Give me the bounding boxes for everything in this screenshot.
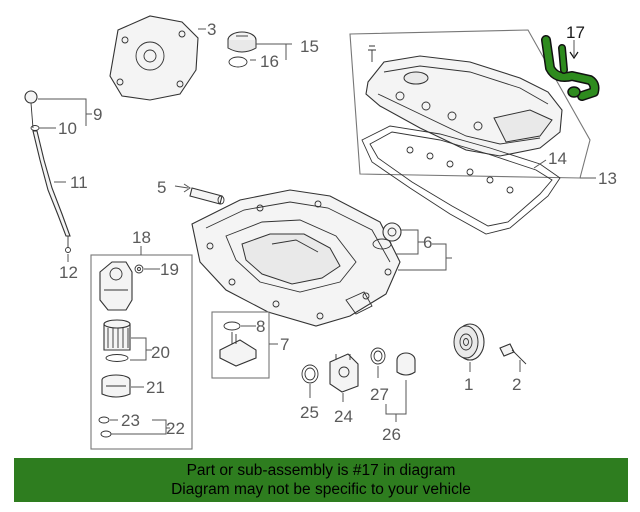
callout-17[interactable]: 17: [566, 23, 585, 42]
filler-cap-seal-part[interactable]: [228, 56, 248, 68]
callout-8[interactable]: 8: [256, 317, 265, 336]
callout-9[interactable]: 9: [93, 105, 102, 124]
dowel-sleeve-part[interactable]: [189, 187, 225, 205]
oil-adapter-part[interactable]: [372, 222, 402, 250]
callout-5[interactable]: 5: [157, 178, 166, 197]
plug-cap-part[interactable]: [396, 352, 416, 376]
callout-11[interactable]: 11: [70, 173, 88, 192]
valve-cover-gasket-part[interactable]: [361, 125, 561, 235]
callout-19[interactable]: 19: [160, 260, 179, 279]
callout-12[interactable]: 12: [59, 263, 78, 282]
switch-housing-part[interactable]: [329, 353, 359, 393]
callout-24[interactable]: 24: [334, 407, 353, 426]
valve-cover-group-frame: [349, 29, 591, 179]
info-banner: Part or sub-assembly is #17 in diagram D…: [14, 458, 628, 502]
banner-line-2: Diagram may not be specific to your vehi…: [171, 481, 471, 498]
callout-16[interactable]: 16: [260, 52, 279, 71]
timing-cover-part[interactable]: [109, 15, 199, 101]
callout-21[interactable]: 21: [146, 378, 165, 397]
callout-25[interactable]: 25: [300, 403, 319, 422]
callout-10[interactable]: 10: [58, 119, 77, 138]
callout-6[interactable]: 6: [423, 233, 432, 252]
oil-filler-cap-part[interactable]: [227, 31, 257, 53]
callout-15[interactable]: 15: [300, 37, 319, 56]
seal-ring-part[interactable]: [301, 364, 319, 384]
callout-18[interactable]: 18: [132, 228, 151, 247]
oil-filter-element-part[interactable]: [103, 319, 131, 362]
drain-plug-washer-part[interactable]: [98, 416, 112, 438]
callout-23[interactable]: 23: [121, 411, 140, 430]
oil-level-sensor-part[interactable]: [219, 332, 257, 367]
callout-7[interactable]: 7: [280, 335, 289, 354]
sensor-seal-part[interactable]: [223, 321, 241, 331]
callout-22[interactable]: 22: [166, 419, 185, 438]
oil-sensor-group-frame: [211, 311, 270, 379]
valve-cover-part[interactable]: [365, 45, 563, 157]
exploded-parts-diagram: 3 15 16 9 10 11 12 13: [24, 15, 617, 450]
dipstick-part[interactable]: [24, 90, 71, 253]
banner-line-1: Part or sub-assembly is #17 in diagram: [186, 462, 456, 479]
oil-filter-housing-part[interactable]: [99, 261, 133, 311]
callout-26[interactable]: 26: [382, 425, 401, 444]
filter-cap-part[interactable]: [101, 374, 131, 398]
callout-2[interactable]: 2: [512, 375, 521, 394]
pulley-bolt-part[interactable]: [499, 343, 527, 365]
callout-20[interactable]: 20: [151, 343, 170, 362]
callout-3[interactable]: 3: [207, 20, 216, 39]
o-ring-part[interactable]: [370, 347, 386, 365]
crankshaft-pulley-part[interactable]: [453, 323, 485, 361]
oil-pan-part[interactable]: [191, 189, 401, 327]
callout-14[interactable]: 14: [548, 149, 567, 168]
pcv-hose-part-highlighted[interactable]: [541, 35, 600, 101]
callout-27[interactable]: 27: [370, 385, 389, 404]
callout-1[interactable]: 1: [464, 375, 473, 394]
callout-13[interactable]: 13: [598, 169, 617, 188]
filter-housing-seal-part[interactable]: [134, 264, 144, 274]
